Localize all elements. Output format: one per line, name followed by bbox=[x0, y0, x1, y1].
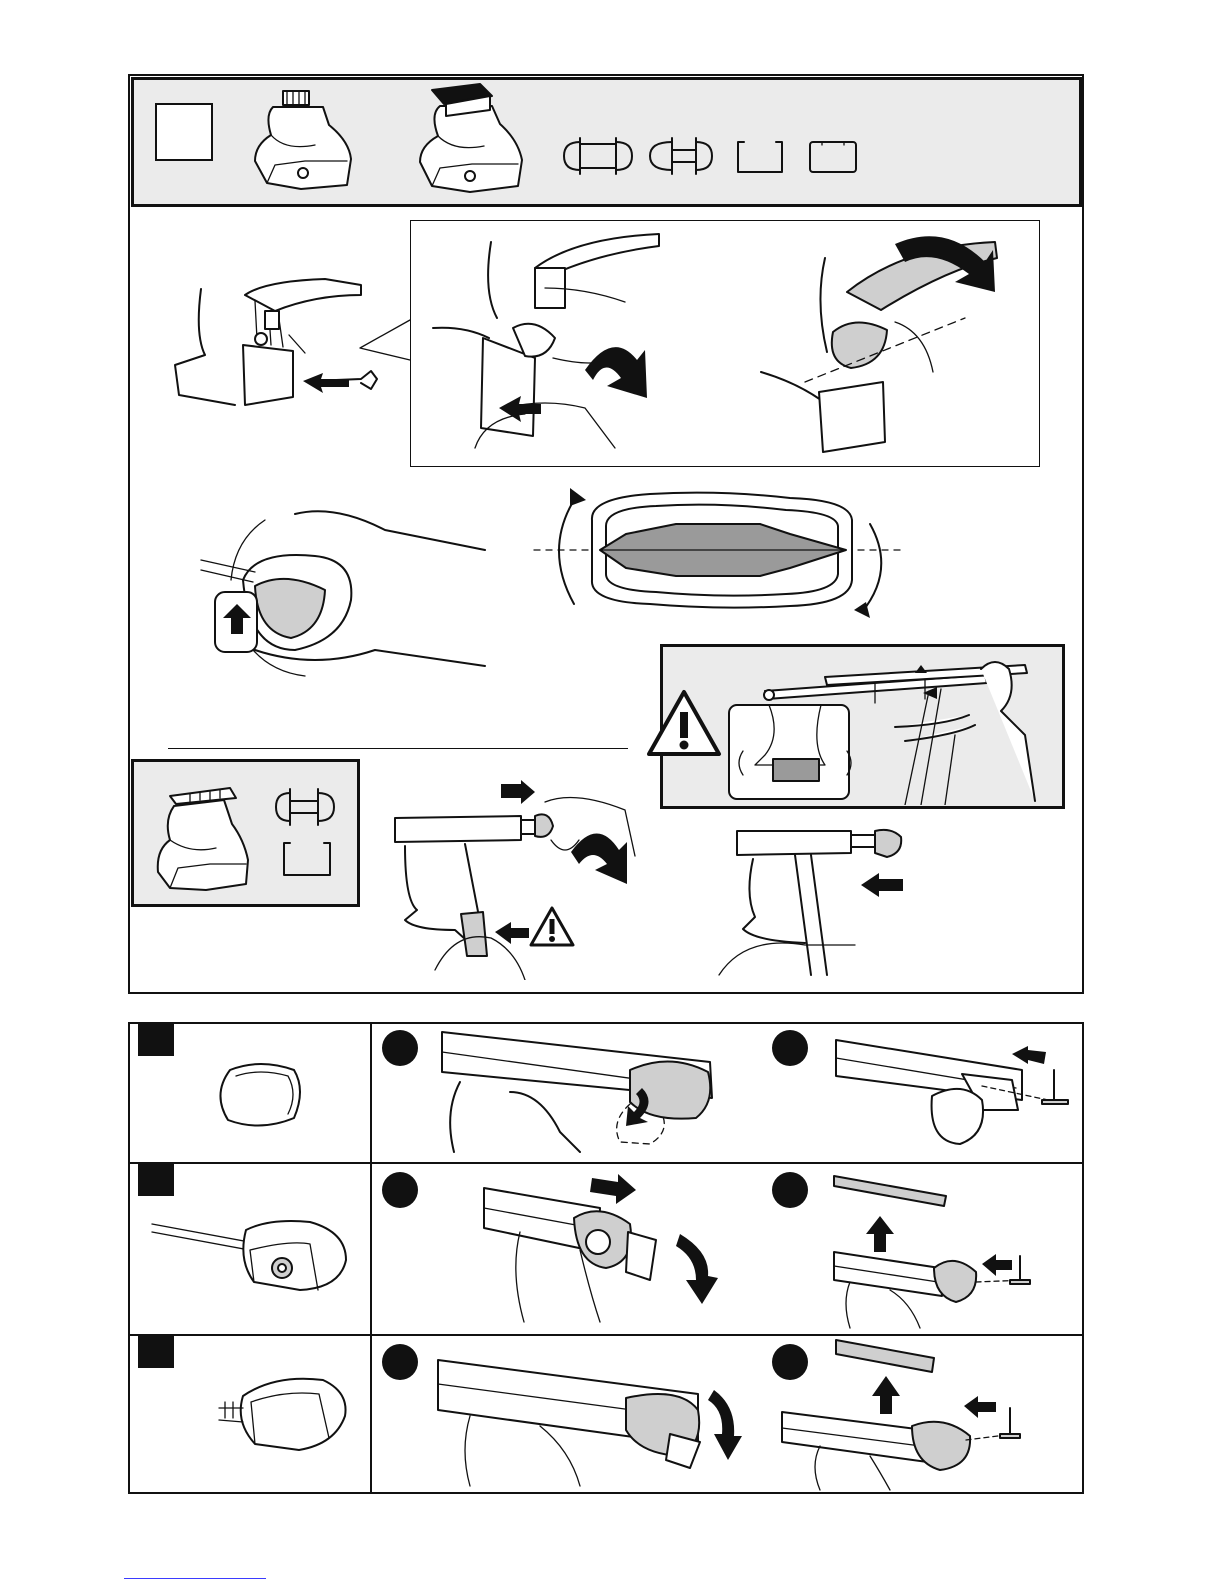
step-number-box bbox=[155, 103, 213, 161]
profile-square-flat-icon bbox=[810, 142, 856, 172]
person-shaking-bar-illustration bbox=[725, 655, 1060, 805]
end-cap-slim-icon bbox=[215, 1372, 355, 1457]
arrow-icon bbox=[982, 1254, 1012, 1276]
arrow-icon bbox=[964, 1396, 996, 1418]
footer-rule bbox=[124, 1578, 266, 1579]
arrow-icon bbox=[501, 780, 535, 804]
end-cap-oval-icon bbox=[210, 1060, 310, 1135]
bar-profiles-icons bbox=[560, 132, 860, 180]
slim-cap-remove-illustration bbox=[430, 1350, 750, 1490]
rotate-arrow-icon bbox=[571, 833, 627, 884]
row-badge-2 bbox=[138, 1164, 174, 1196]
step-circle-1a bbox=[382, 1030, 418, 1066]
step-circle-3a bbox=[382, 1344, 418, 1380]
profile-rotation-diagram bbox=[530, 480, 910, 625]
profile-square-t-track-icon bbox=[564, 138, 632, 174]
foot-type-a-icon bbox=[245, 85, 357, 197]
lock-cap-open-illustration bbox=[480, 1172, 730, 1332]
insert-key-illustration bbox=[425, 228, 675, 458]
key-lock-bar-illustration bbox=[375, 780, 645, 980]
table-col-divider bbox=[370, 1022, 372, 1494]
row-badge-3 bbox=[138, 1336, 174, 1368]
profile-square-icon bbox=[284, 843, 330, 875]
warning-triangle-icon bbox=[645, 688, 723, 758]
lock-cap-slide-illustration bbox=[830, 1172, 1060, 1332]
end-cap-lock-icon bbox=[150, 1210, 355, 1305]
arrow-icon bbox=[303, 373, 349, 393]
rotate-arrow-icon bbox=[708, 1390, 742, 1460]
arrow-icon bbox=[1012, 1046, 1046, 1064]
arrow-icon bbox=[866, 1216, 894, 1252]
arrow-icon bbox=[861, 873, 903, 897]
alt-foot-profiles bbox=[270, 785, 345, 885]
cap-attach-illustration bbox=[832, 1030, 1072, 1160]
rotate-arrow-icon bbox=[570, 488, 586, 506]
rotate-arrow-icon bbox=[676, 1234, 718, 1304]
table-row-divider-1 bbox=[128, 1162, 1084, 1164]
profile-aero-icon bbox=[650, 138, 712, 174]
alt-foot-icon bbox=[150, 780, 260, 895]
row-badge-1 bbox=[138, 1024, 174, 1056]
slim-cap-attach-illustration bbox=[780, 1336, 1070, 1491]
lift-cover-illustration bbox=[755, 222, 1030, 462]
section-divider bbox=[168, 748, 628, 749]
arrow-icon bbox=[590, 1174, 636, 1204]
arrow-icon bbox=[872, 1376, 900, 1414]
cap-remove-illustration bbox=[430, 1022, 730, 1162]
profile-square-icon bbox=[738, 142, 782, 172]
foot-type-b-icon bbox=[410, 80, 530, 198]
rotate-arrow-icon bbox=[585, 347, 647, 398]
push-key-bar-illustration bbox=[715, 825, 915, 985]
hand-hold-foot-illustration bbox=[195, 500, 495, 690]
step-circle-1b bbox=[772, 1030, 808, 1066]
step-circle-2a bbox=[382, 1172, 418, 1208]
profile-aero-icon bbox=[276, 789, 334, 825]
step-circle-2b bbox=[772, 1172, 808, 1208]
arrow-icon bbox=[495, 922, 529, 944]
warning-triangle-small-icon bbox=[528, 905, 576, 949]
